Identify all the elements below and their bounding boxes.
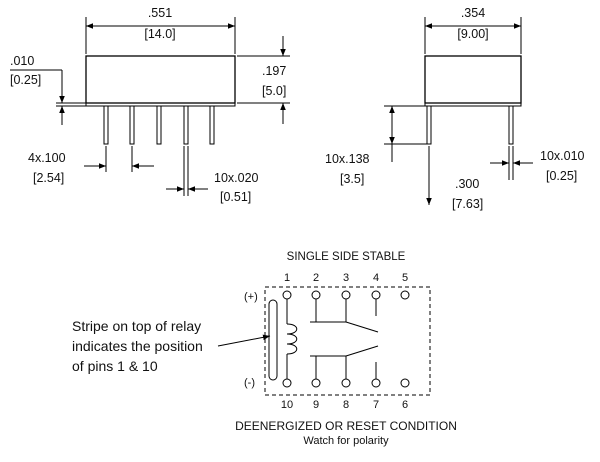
pin-pad: [371, 378, 381, 388]
front-pinwidth-mm: [0.51]: [220, 190, 251, 204]
pin-pad: [400, 290, 410, 300]
side-width-mm: [9.00]: [457, 27, 488, 41]
side-view: .354 [9.00] 10x.138 [3.5] .300 [7.63] 10…: [325, 6, 585, 211]
pin-pad: [341, 290, 351, 300]
stripe-note-line: of pins 1 & 10: [72, 358, 158, 374]
pin-pad: [341, 378, 351, 388]
side-pinlen-in: 10x.138: [325, 152, 370, 166]
front-pin: [156, 105, 162, 145]
side-relay-body: [424, 55, 522, 104]
pin-pad: [282, 378, 292, 388]
front-relay-body: [85, 55, 236, 104]
side-pin-left: [426, 105, 432, 145]
side-pinthk-in: 10x.010: [540, 149, 585, 163]
condition-caption: DEENERGIZED OR RESET CONDITION: [235, 419, 457, 433]
pin-number-bottom: 7: [373, 399, 379, 411]
side-pinthk-mm: [0.25]: [546, 169, 577, 183]
side-row-mm: [7.63]: [452, 197, 483, 211]
pin-number-top: 1: [284, 272, 290, 284]
polarity-caption: Watch for polarity: [303, 435, 389, 447]
front-pin: [209, 105, 215, 145]
minus-polarity-label: (-): [244, 377, 255, 389]
stripe-note-leader: [217, 334, 271, 347]
front-standoff-in: .010: [10, 54, 34, 68]
pin-number-top: 5: [402, 272, 408, 284]
schematic-title: SINGLE SIDE STABLE: [287, 251, 406, 263]
front-width-mm: [14.0]: [144, 27, 175, 41]
side-pin-right: [508, 105, 514, 145]
pin-number-bottom: 6: [402, 399, 408, 411]
front-width-in: .551: [148, 6, 172, 20]
pin-number-top: 2: [313, 272, 319, 284]
stripe-note-line: indicates the position: [72, 338, 203, 354]
pin-number-bottom: 8: [343, 399, 349, 411]
front-pitch-mm: [2.54]: [33, 171, 64, 185]
contact-lower: [310, 345, 379, 379]
pin-pad: [311, 290, 321, 300]
pin-pad: [371, 290, 381, 300]
pin-pad: [282, 290, 292, 300]
front-height-in: .197: [262, 64, 286, 78]
pinout-schematic: SINGLE SIDE STABLE 1 2 3 4 5 (+) (-): [72, 251, 457, 447]
pin-pad: [400, 378, 410, 388]
relay-outline-dashed: [264, 286, 431, 396]
stripe-note-line: Stripe on top of relay: [72, 318, 201, 334]
front-pinwidth-in: 10x.020: [214, 171, 259, 185]
pin-number-top: 3: [343, 272, 349, 284]
side-pinlen-mm: [3.5]: [340, 172, 364, 186]
pin-pad: [311, 378, 321, 388]
plus-polarity-label: (+): [244, 291, 258, 303]
front-pin: [183, 105, 189, 145]
front-pin: [129, 105, 135, 145]
coil-symbol: [286, 299, 298, 379]
front-pitch-in: 4x.100: [28, 151, 66, 165]
front-standoff-mm: [0.25]: [10, 73, 41, 87]
contact-upper: [310, 299, 379, 333]
front-height-mm: [5.0]: [262, 84, 286, 98]
front-pin: [103, 105, 109, 145]
side-width-in: .354: [461, 6, 485, 20]
polarity-stripe: [268, 299, 278, 381]
pin-number-bottom: 10: [281, 399, 293, 411]
front-pins: [103, 105, 215, 145]
side-standoff: [424, 103, 522, 107]
side-row-in: .300: [455, 177, 479, 191]
front-view: .551 [14.0] .197 [5.0] .010 [0.25] 4x.10…: [10, 6, 290, 204]
pin-number-bottom: 9: [313, 399, 319, 411]
pin-number-top: 4: [373, 272, 379, 284]
